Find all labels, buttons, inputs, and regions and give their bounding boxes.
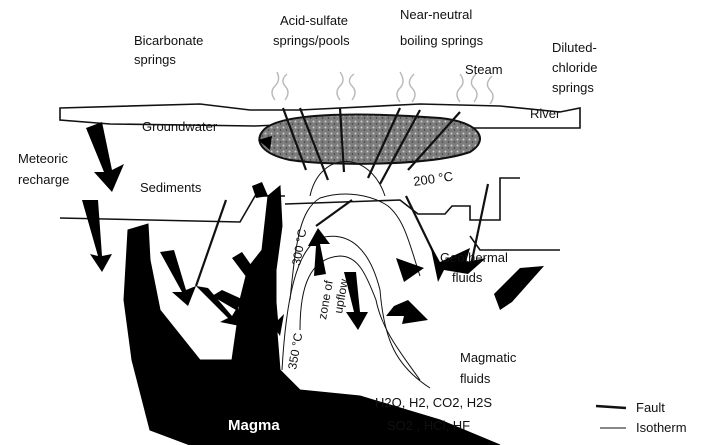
label-200c: 200 °C	[412, 169, 454, 189]
legend-isotherm-label: Isotherm	[636, 420, 687, 435]
label-magmatic-line1: Magmatic	[460, 350, 517, 365]
steam-plumes	[272, 72, 493, 104]
label-gases-line1: H2O, H2, CO2, H2S	[375, 395, 492, 410]
label-diluted-line2: chloride	[552, 60, 598, 75]
label-near-neutral-line1: Near-neutral	[400, 7, 472, 22]
legend-fault-label: Fault	[636, 400, 665, 415]
label-meteoric-line1: Meteoric	[18, 151, 68, 166]
label-near-neutral-line2: boiling springs	[400, 33, 484, 48]
label-magma: Magma	[228, 417, 280, 434]
label-gases-line2: SO2 , HCl, HF	[387, 418, 470, 433]
label-350c: 350 °C	[285, 332, 305, 371]
label-300c: 300 °C	[289, 228, 309, 267]
legend: Fault Isotherm	[596, 400, 687, 435]
legend-fault-swatch	[596, 406, 626, 408]
label-geothermal-line2: fluids	[452, 270, 483, 285]
label-acid-sulfate-line2: springs/pools	[273, 33, 350, 48]
label-magmatic-line2: fluids	[460, 371, 491, 386]
label-diluted-line1: Diluted-	[552, 40, 597, 55]
label-bicarbonate-line2: springs	[134, 52, 176, 67]
label-steam: Steam	[465, 62, 503, 77]
label-sediments: Sediments	[140, 180, 202, 195]
label-geothermal-line1: Geothermal	[440, 250, 508, 265]
label-diluted-line3: springs	[552, 80, 594, 95]
label-acid-sulfate-line1: Acid-sulfate	[280, 13, 348, 28]
label-bicarbonate-line1: Bicarbonate	[134, 33, 203, 48]
label-meteoric-line2: recharge	[18, 172, 69, 187]
label-groundwater: Groundwater	[142, 119, 218, 134]
groundwater-lens	[259, 115, 480, 164]
label-river: River	[530, 106, 561, 121]
